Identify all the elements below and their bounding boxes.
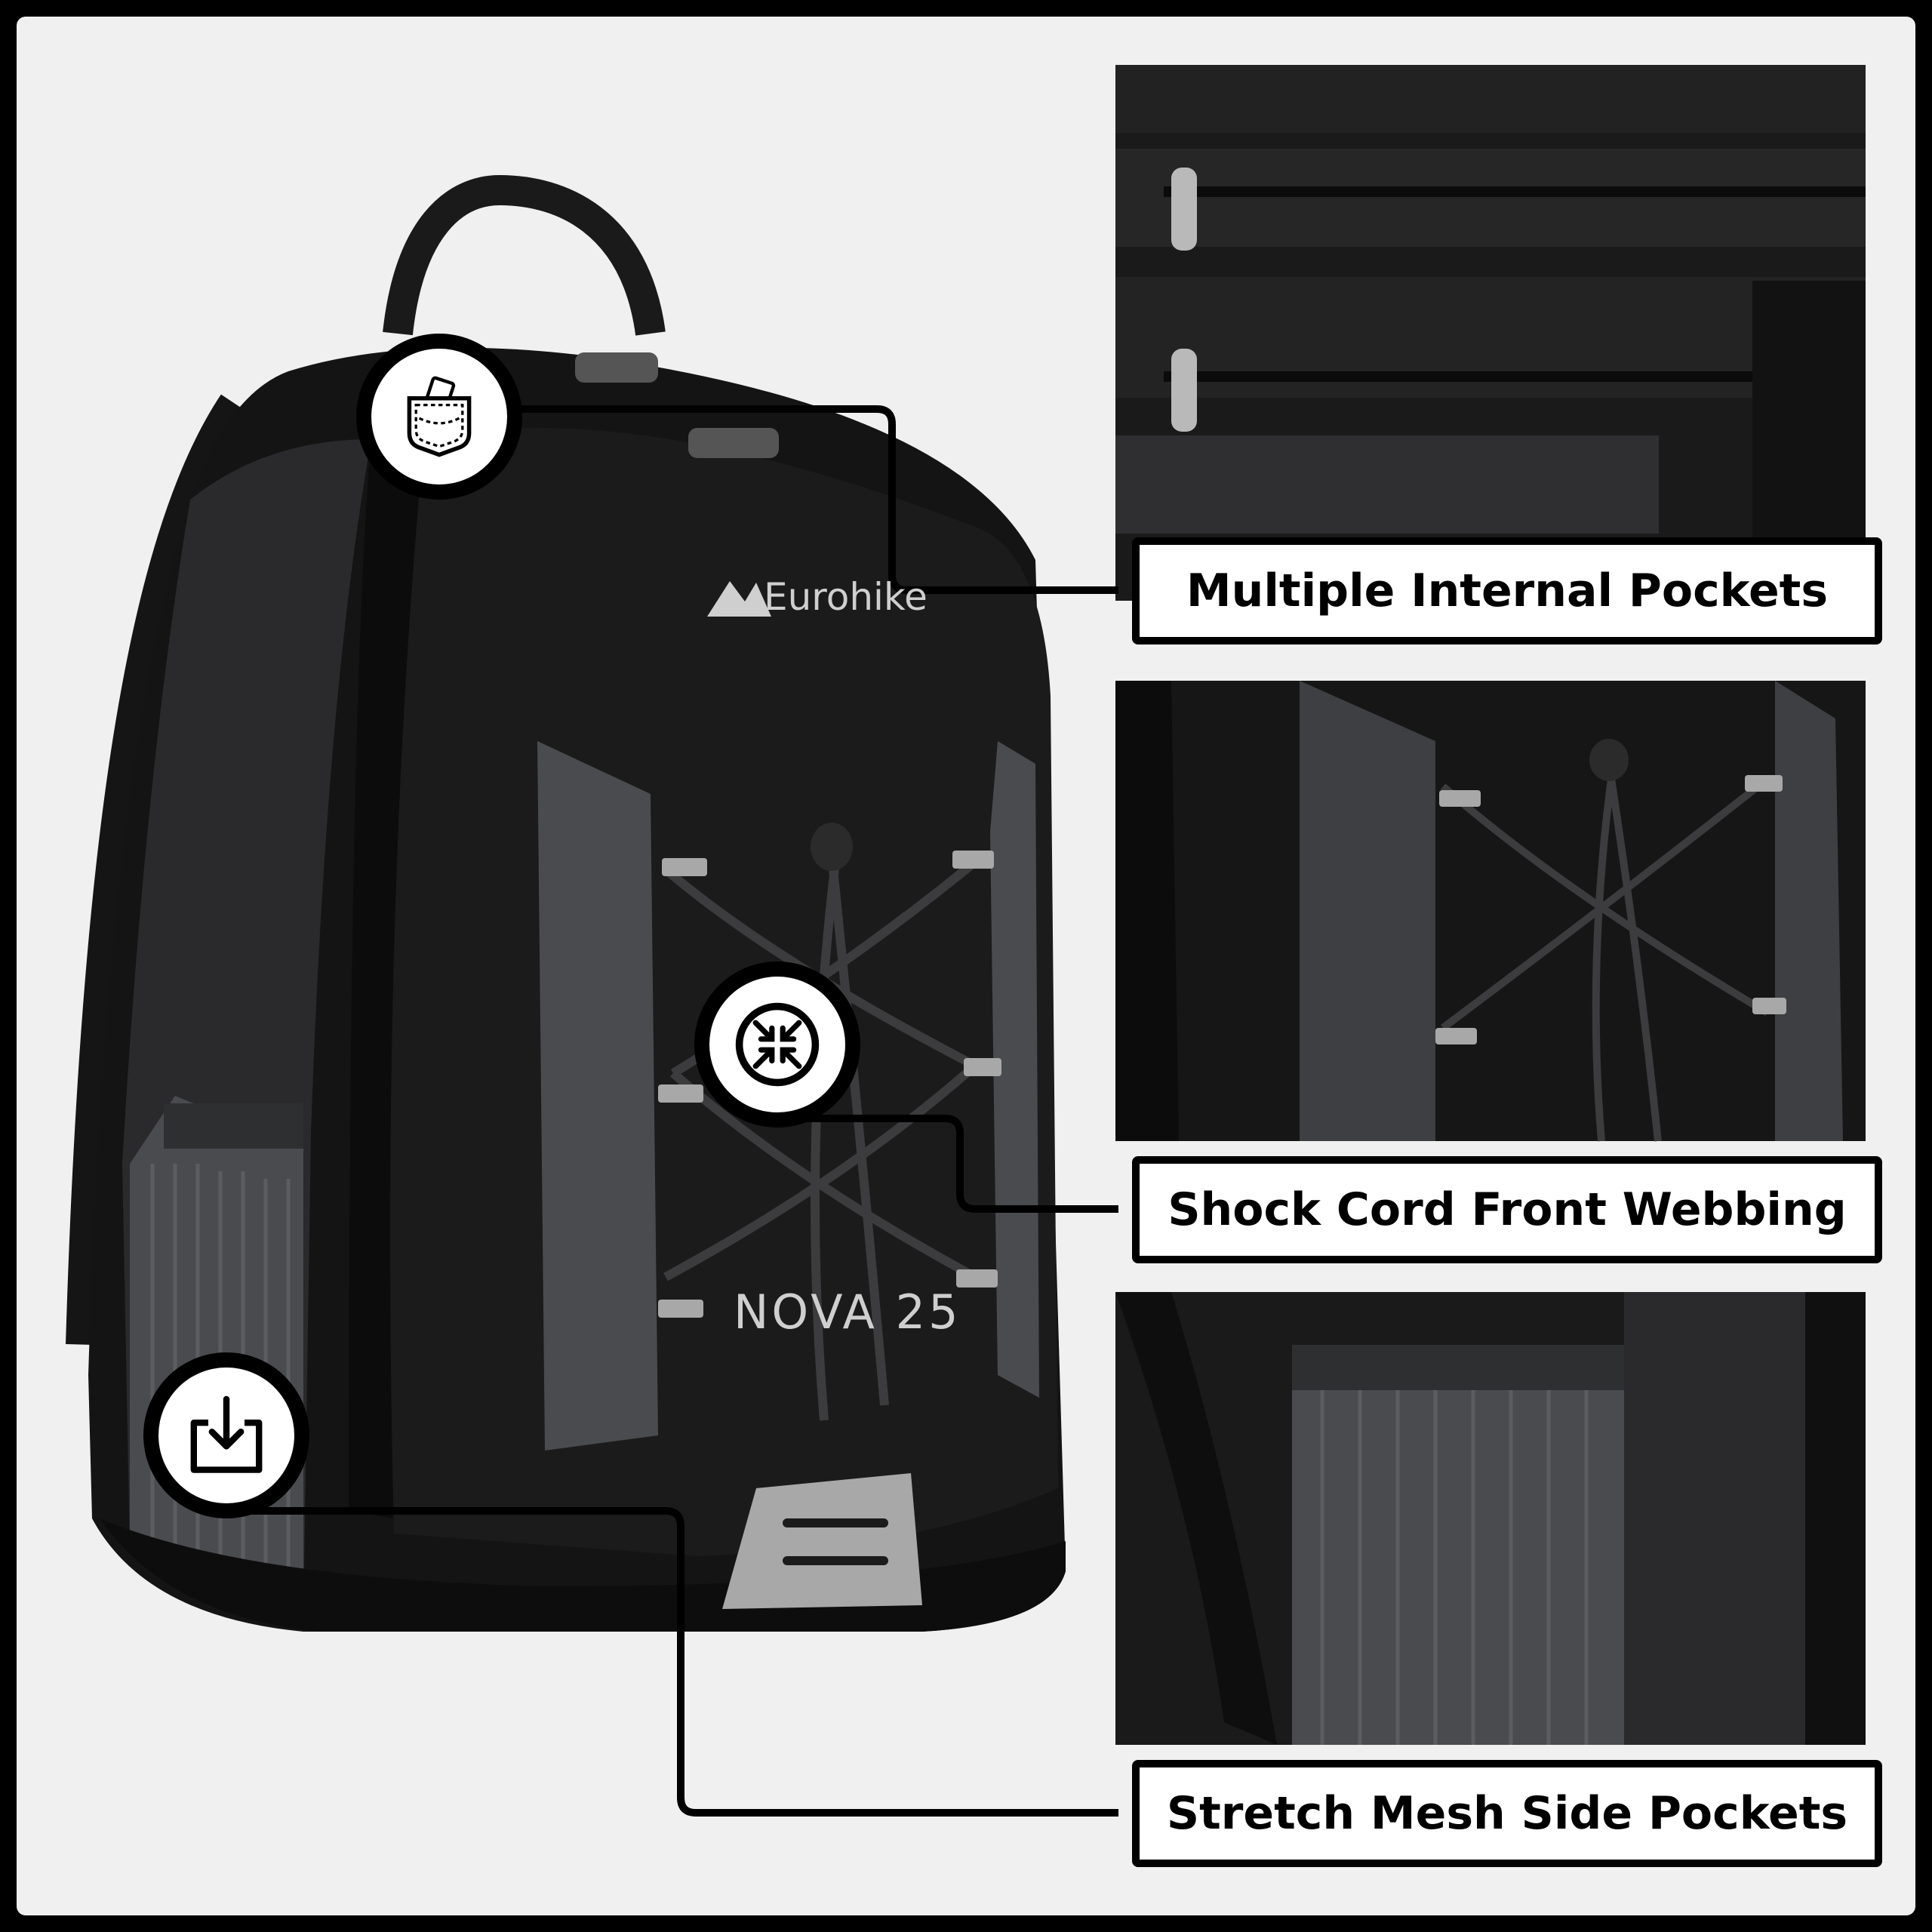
callout-lines: [213, 405, 1118, 1817]
feature-badge-pockets: [356, 334, 522, 500]
feature-label-mesh-side-pockets: Stretch Mesh Side Pockets: [1132, 1760, 1882, 1867]
detail-image-internal-pockets: [1115, 65, 1866, 601]
detail-image-shock-cord: [1115, 681, 1866, 1142]
model-name-text: NOVA 25: [734, 1284, 961, 1340]
feature-badge-shock-cord: [694, 961, 860, 1128]
product-illustration: [66, 65, 1866, 1817]
feature-label-internal-pockets: Multiple Internal Pockets: [1132, 537, 1882, 645]
compress-icon: [735, 1002, 820, 1087]
feature-label-shock-cord: Shock Cord Front Webbing: [1132, 1156, 1882, 1263]
feature-badge-side-pocket: [143, 1352, 309, 1518]
pocket-icon: [407, 376, 472, 457]
detail-image-side-pocket: [1115, 1292, 1866, 1745]
brand-logo-text: Eurohike: [764, 575, 928, 619]
side-pocket-icon: [190, 1395, 263, 1473]
